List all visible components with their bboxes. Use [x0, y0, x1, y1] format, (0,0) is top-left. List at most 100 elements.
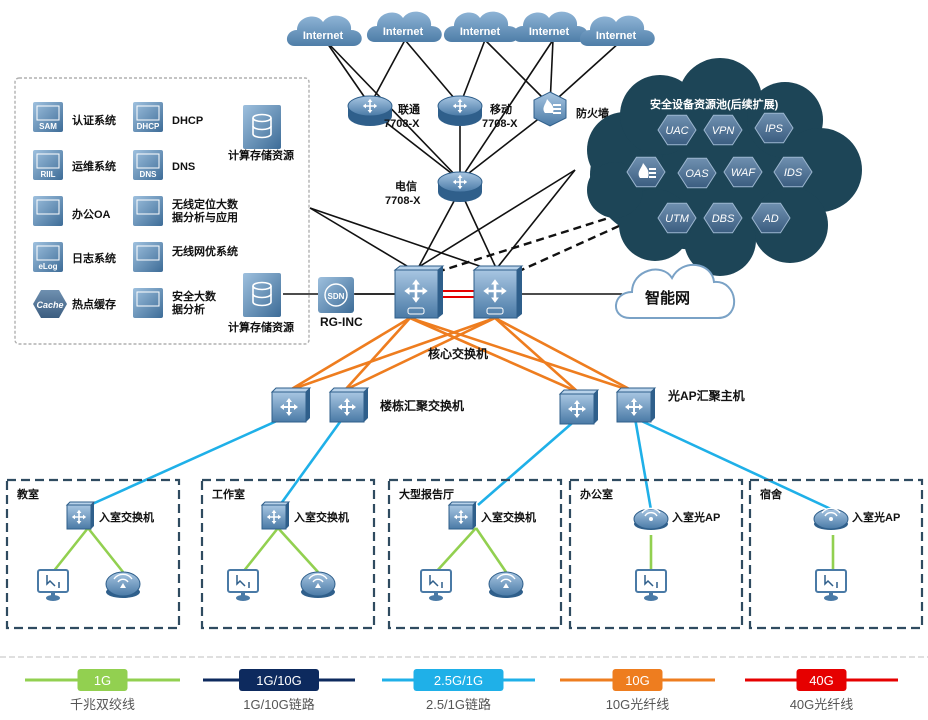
link-panel-core1: [309, 207, 418, 273]
room-access-switch[interactable]: [65, 501, 96, 530]
server-item-label: 办公OA: [72, 207, 111, 221]
links-2-5g: [89, 413, 834, 512]
legend-tag: 40G: [809, 673, 834, 688]
internet-cloud: Internet: [286, 15, 362, 46]
terminal-pc[interactable]: [227, 569, 259, 601]
internet-cloud: Internet: [366, 11, 442, 42]
terminal-pc[interactable]: [815, 569, 847, 601]
aggregation-switch[interactable]: [270, 387, 312, 423]
link-lines: [51, 39, 835, 573]
router-unicom[interactable]: [347, 95, 393, 126]
room-access-switch[interactable]: [447, 501, 478, 530]
legend: 1G千兆双绞线1G/10G1G/10G链路2.5G/1G2.5/1G链路10G1…: [25, 669, 898, 712]
security-device-uac[interactable]: UAC: [657, 114, 697, 146]
smart-network-cloud: 智能网: [615, 263, 735, 319]
server-icon-text: DHCP: [137, 122, 160, 131]
server-item-label: 安全大数据分析: [172, 289, 217, 316]
firewall-device[interactable]: [533, 91, 567, 127]
router-mobile[interactable]: [437, 95, 483, 126]
elog-icon: eLog: [33, 242, 63, 272]
wireless-ap[interactable]: [300, 571, 336, 598]
server-icon-text: RIIL: [40, 170, 55, 179]
security-device-ad[interactable]: AD: [751, 202, 791, 234]
legend-item: 2.5G/1G2.5/1G链路: [382, 669, 535, 712]
security-device-utm[interactable]: UTM: [657, 202, 697, 234]
server-item[interactable]: 无线网优系统: [133, 242, 238, 272]
internet-label: Internet: [596, 30, 637, 42]
link-firewall-core1: [416, 169, 576, 269]
legend-caption: 10G光纤线: [606, 697, 670, 712]
security-pool-title: 安全设备资源池(后续扩展): [650, 97, 779, 111]
core-switch-1[interactable]: [393, 265, 445, 319]
router-telecom-name: 电信: [395, 179, 417, 193]
security-device-oas[interactable]: OAS: [677, 157, 717, 189]
optical-aggregation-label: 光AP汇聚主机: [667, 388, 745, 403]
link-internet1-unicom: [324, 39, 371, 106]
server-item[interactable]: 无线定位大数据分析与应用: [133, 196, 239, 226]
sdn-controller[interactable]: SDN: [318, 277, 354, 313]
sam-icon: SAM: [33, 102, 63, 132]
terminal-pc[interactable]: [420, 569, 452, 601]
server-item-label: DNS: [172, 161, 195, 173]
smart-network-label: 智能网: [645, 289, 690, 307]
link-internet1-telecom: [324, 39, 461, 181]
storage-icon-2[interactable]: [243, 273, 281, 317]
security-firewall-icon[interactable]: [626, 156, 666, 188]
terminal-pc[interactable]: [37, 569, 69, 601]
wireless-ap[interactable]: [488, 571, 524, 598]
security-device-vpn[interactable]: VPN: [703, 114, 743, 146]
server-icon: [33, 196, 63, 226]
server-item[interactable]: SAM 认证系统: [33, 102, 116, 132]
riil-icon: RIIL: [33, 150, 63, 180]
internet-cloud: Internet: [512, 11, 588, 42]
link-firewall-core2: [496, 169, 576, 269]
links-1g: [51, 527, 835, 573]
security-device-ips[interactable]: IPS: [754, 112, 794, 144]
core-switch-2[interactable]: [472, 265, 524, 319]
security-device-label: AD: [762, 213, 778, 225]
router-mobile-model: 7708-X: [482, 118, 518, 130]
link-internet2-mobile: [404, 39, 461, 106]
room-optical-ap[interactable]: [813, 507, 849, 530]
storage-icon-1[interactable]: [243, 105, 281, 149]
room-name: 大型报告厅: [399, 487, 454, 501]
wireless-ap[interactable]: [105, 571, 141, 598]
terminal-pc[interactable]: [635, 569, 667, 601]
security-device-ids[interactable]: IDS: [773, 156, 813, 188]
security-device-label: UAC: [665, 125, 688, 137]
aggregation-switch[interactable]: [328, 387, 370, 423]
server-item[interactable]: 办公OA: [33, 196, 111, 226]
security-device-waf[interactable]: WAF: [723, 156, 763, 188]
security-device-label: UTM: [665, 213, 690, 225]
aggregation-switch[interactable]: [615, 387, 657, 423]
internet-label: Internet: [460, 26, 501, 38]
server-item[interactable]: DNS DNS: [133, 150, 195, 180]
room-name: 宿舍: [760, 487, 783, 501]
dns-icon: DNS: [133, 150, 163, 180]
router-telecom[interactable]: [437, 171, 483, 202]
server-item-label: 认证系统: [72, 113, 116, 127]
server-panel-frame: [14, 77, 310, 345]
room-name: 教室: [16, 487, 39, 501]
server-icon-text: eLog: [38, 262, 57, 271]
room-access-switch[interactable]: [260, 501, 291, 530]
aggregation-switch[interactable]: [558, 389, 600, 425]
links-10g-fiber: [289, 316, 636, 394]
legend-caption: 千兆双绞线: [70, 697, 135, 712]
security-device-dbs[interactable]: DBS: [703, 202, 743, 234]
server-item[interactable]: 安全大数据分析: [133, 288, 217, 318]
security-device-label: IDS: [784, 167, 803, 179]
room-optical-ap[interactable]: [633, 507, 669, 530]
room-device-label: 入室交换机: [294, 510, 349, 524]
